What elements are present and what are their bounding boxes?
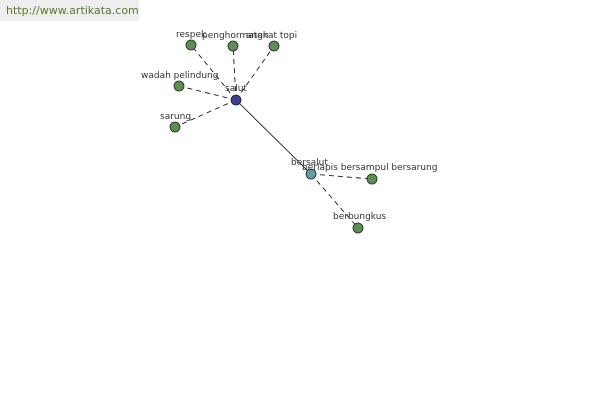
edge-salut-penghormatan [232,45,237,101]
node-bersalut[interactable] [305,168,317,180]
node-label-berbungkus: berbungkus [333,212,386,222]
edge-salut-wadah-pelindung [178,85,237,101]
node-label-bersalut: bersalut [291,158,328,168]
node-wadah-pelindung[interactable] [173,80,185,92]
node-label-salut: salut [225,84,247,94]
edge-salut-bersalut [235,99,312,175]
node-berbungkus[interactable] [352,222,364,234]
edge-salut-sarung [174,99,237,128]
node-label-wadah-pelindung: wadah pelindung [141,71,218,81]
edge-salut-angkat-topi [235,45,275,101]
node-label-respek: respek [176,30,207,40]
node-salut[interactable] [230,94,242,106]
node-label-sarung: sarung [160,112,191,122]
node-label-angkat-topi: angkat topi [246,31,297,41]
url-watermark-text: http://www.artikata.com [6,4,139,17]
node-respek[interactable] [185,39,197,51]
edge-bersalut-berbungkus [310,173,359,229]
node-angkat-topi[interactable] [268,40,280,52]
node-berlapis[interactable] [366,173,378,185]
nodes-layer [169,39,378,234]
node-sarung[interactable] [169,121,181,133]
node-penghormatan[interactable] [227,40,239,52]
edge-bersalut-berlapis [310,173,373,180]
node-label-penghormatan: penghormatan [202,31,268,41]
url-banner: http://www.artikata.com [0,0,139,21]
edge-salut-respek [190,44,237,101]
node-label-berlapis: berlapis bersampul bersarung [302,163,437,173]
edges-layer [174,44,373,229]
